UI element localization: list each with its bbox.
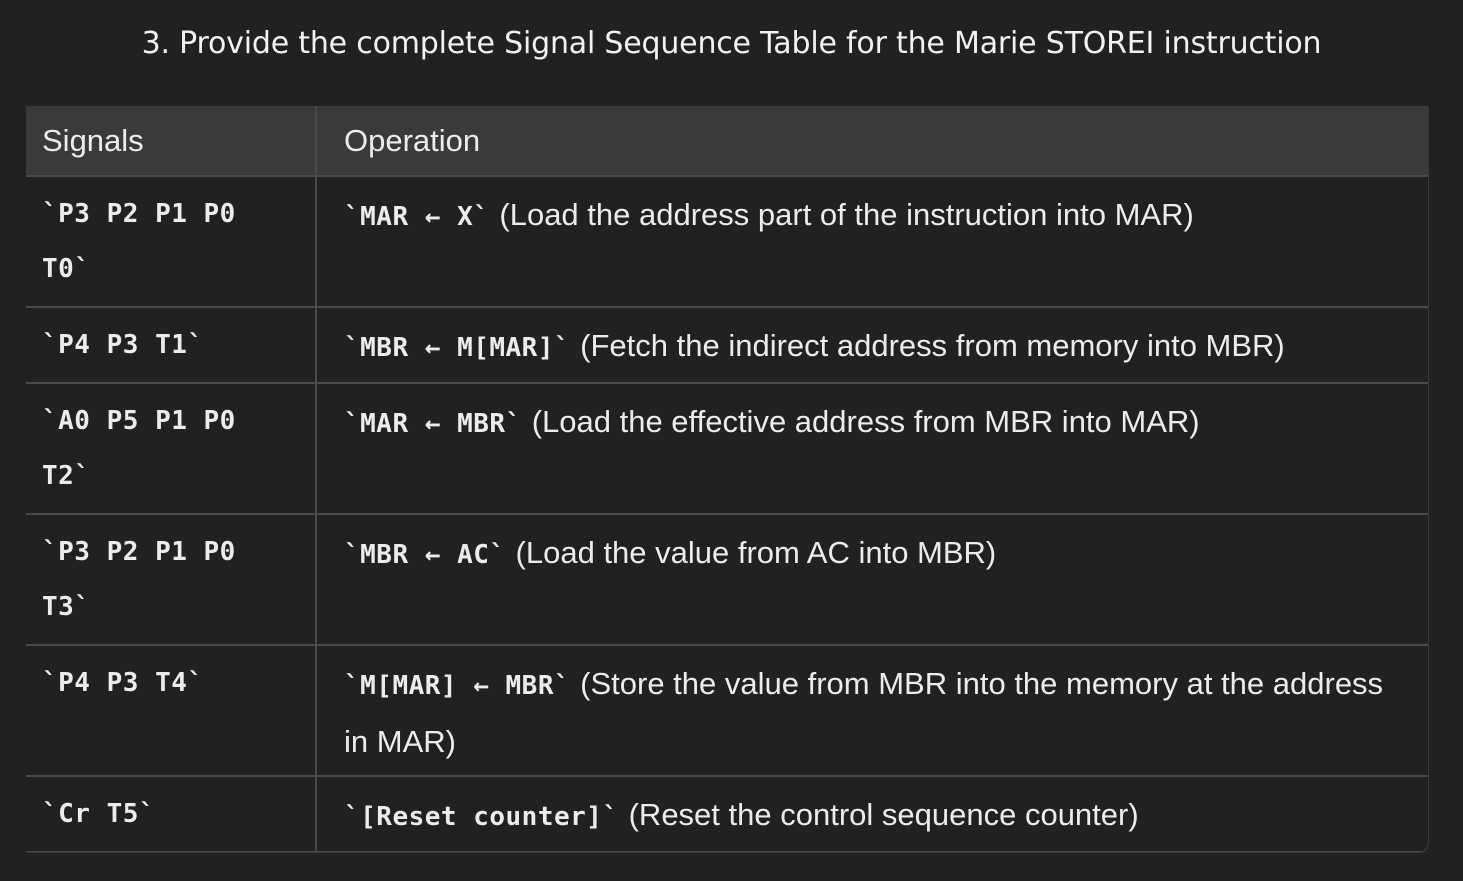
- operation-code: `MBR ← M[MAR]`: [344, 333, 571, 363]
- operation-description: (Reset the control sequence counter): [628, 797, 1139, 832]
- operation-code: `MAR ← MBR`: [344, 409, 522, 439]
- operation-cell: `M[MAR] ← MBR`(Store the value from MBR …: [315, 645, 1428, 777]
- operation-description: (Load the effective address from MBR int…: [531, 404, 1200, 439]
- signals-cell: `P4 P3 T1`: [26, 307, 316, 384]
- signals-cell: `Cr T5`: [26, 776, 316, 852]
- operation-code: `MAR ← X`: [344, 202, 490, 232]
- table-row: `P3 P2 P1 P0 T3` `MBR ← AC` (Load the val…: [26, 514, 1428, 646]
- operation-cell: `MBR ← M[MAR]` (Fetch the indirect addres…: [315, 307, 1428, 384]
- column-header-signals: Signals: [26, 106, 316, 177]
- operation-code: `[Reset counter]`: [344, 802, 619, 832]
- operation-description: (Load the address part of the instructio…: [499, 197, 1194, 232]
- signals-cell: `A0 P5 P1 P0 T2`: [26, 383, 316, 515]
- operation-description: (Fetch the indirect address from memory …: [580, 328, 1285, 363]
- column-header-operation: Operation: [315, 106, 1428, 177]
- signals-cell: `P3 P2 P1 P0 T3`: [26, 514, 316, 646]
- operation-cell: `MAR ← X` (Load the address part of the i…: [315, 176, 1428, 308]
- signals-cell: `P3 P2 P1 P0 T0`: [26, 176, 316, 308]
- table-row: `P3 P2 P1 P0 T0` `MAR ← X` (Load the addr…: [26, 176, 1428, 308]
- operation-description: (Store the value from MBR into the memor…: [344, 666, 1384, 759]
- page-title: 3. Provide the complete Signal Sequence …: [141, 26, 1322, 61]
- operation-cell: `MAR ← MBR` (Load the effective address f…: [315, 383, 1428, 515]
- operation-description: (Load the value from AC into MBR): [515, 535, 997, 570]
- operation-cell: `MBR ← AC` (Load the value from AC into M…: [315, 514, 1428, 646]
- operation-code: `MBR ← AC`: [344, 540, 506, 570]
- operation-code: `M[MAR] ← MBR`: [344, 671, 571, 701]
- table-row: `A0 P5 P1 P0 T2` `MAR ← MBR` (Load the ef…: [26, 383, 1428, 515]
- operation-cell: `[Reset counter]` (Reset the control sequ…: [315, 776, 1428, 852]
- table-header-row: Signals Operation: [26, 106, 1428, 177]
- signal-sequence-table-container: Signals Operation `P3 P2 P1 P0 T0` `MAR …: [26, 106, 1428, 852]
- signal-sequence-table: Signals Operation `P3 P2 P1 P0 T0` `MAR …: [26, 106, 1428, 852]
- table-row: `Cr T5` `[Reset counter]` (Reset the cont…: [26, 776, 1428, 852]
- signals-cell: `P4 P3 T4`: [26, 645, 316, 777]
- table-row: `P4 P3 T1` `MBR ← M[MAR]` (Fetch the indi…: [26, 307, 1428, 384]
- table-row: `P4 P3 T4` `M[MAR] ← MBR`(Store the valu…: [26, 645, 1428, 777]
